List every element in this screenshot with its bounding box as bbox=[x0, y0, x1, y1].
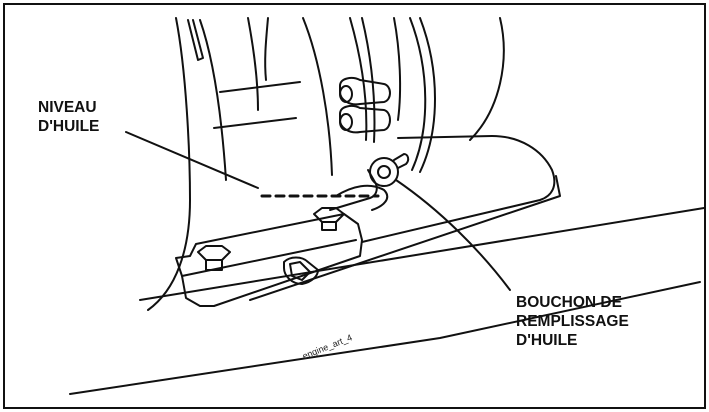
crankcase-curve-4 bbox=[393, 17, 402, 121]
fitting-bottom-hole bbox=[339, 113, 353, 131]
base-sweep-2 bbox=[69, 281, 701, 395]
oil-level-label-line-2: D'HUILE bbox=[38, 118, 100, 135]
engine-body-outline bbox=[147, 17, 191, 311]
engine-body-fin bbox=[187, 19, 204, 61]
cap-stem bbox=[393, 153, 410, 169]
crankcase-curve-3 bbox=[361, 17, 376, 143]
fitting-top bbox=[339, 77, 391, 106]
body-line-1 bbox=[219, 81, 301, 93]
crankcase-curve-1 bbox=[302, 17, 333, 176]
diagram-frame bbox=[3, 3, 706, 409]
crankcase-curve-6 bbox=[419, 17, 436, 173]
fill-cap-leader bbox=[395, 179, 511, 291]
oil-fill-cap-label-line-1: BOUCHON DE bbox=[516, 294, 622, 311]
oil-level-label: NIVEAU D'HUILE bbox=[38, 98, 99, 136]
fitting-bottom bbox=[339, 105, 391, 134]
oil-level-leader bbox=[125, 131, 259, 189]
cap-bracket bbox=[335, 184, 389, 211]
fitting-top-hole bbox=[339, 85, 353, 103]
oil-fill-cap-label-line-3: D'HUILE bbox=[516, 332, 578, 349]
drain-plug bbox=[283, 256, 319, 285]
oil-level-label-line-1: NIVEAU bbox=[38, 99, 97, 116]
drain-plug-face bbox=[289, 261, 311, 281]
body-line-2 bbox=[213, 117, 297, 129]
cap-inner bbox=[377, 165, 391, 179]
mount-bracket-edge bbox=[181, 239, 357, 277]
engine-body-line bbox=[199, 19, 227, 181]
cap-ring bbox=[369, 157, 399, 187]
engine-body-fin-2 bbox=[247, 17, 259, 111]
crankcase-right-edge bbox=[469, 17, 505, 141]
mount-bracket bbox=[175, 213, 363, 307]
base-housing-top bbox=[361, 135, 556, 243]
base-sweep-1 bbox=[139, 207, 705, 301]
nut-top-shaft bbox=[321, 221, 337, 231]
oil-fill-cap-label-line-2: REMPLISSAGE bbox=[516, 313, 629, 330]
engine-body-fin-3 bbox=[264, 17, 269, 81]
oil-fill-cap-label: BOUCHON DE REMPLISSAGE D'HUILE bbox=[516, 293, 629, 350]
nut-left bbox=[197, 245, 231, 261]
crankcase-curve-5 bbox=[409, 17, 427, 171]
